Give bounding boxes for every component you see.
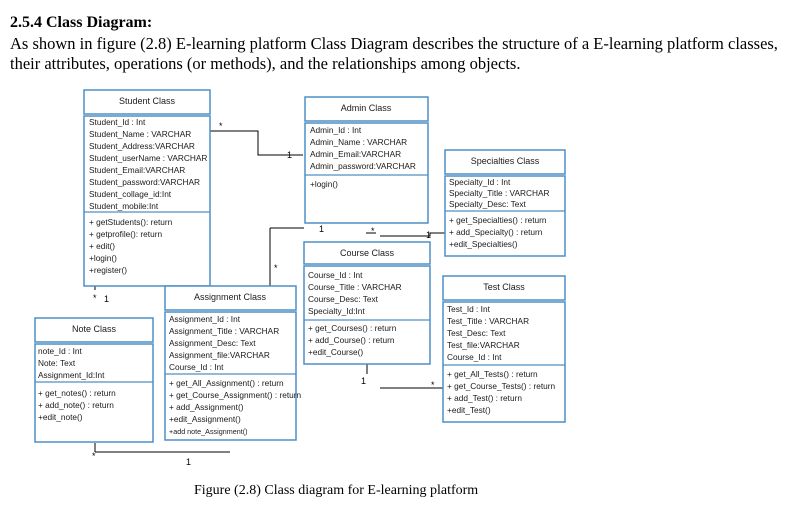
specialties-class-title: Specialties Class	[471, 156, 540, 166]
multiplicity-label: 1	[426, 230, 431, 240]
course-attribute: Course_Desc: Text	[308, 294, 379, 304]
note-attribute: Assignment_Id:Int	[38, 370, 105, 380]
student-operations: + getStudents(): return + getprofile(): …	[89, 217, 173, 275]
student-attribute: Student_mobile:Int	[89, 201, 159, 211]
test-attribute: Test_file:VARCHAR	[447, 340, 520, 350]
figure-caption: Figure (2.8) Class diagram for E-learnin…	[194, 483, 479, 498]
specialties-class: Specialties Class Specialty_Id : Int Spe…	[444, 149, 566, 257]
assignment-operation: +add note_Assignment()	[169, 427, 248, 436]
test-class-title: Test Class	[483, 282, 525, 292]
section-paragraph: As shown in figure (2.8) E-learning plat…	[10, 34, 778, 73]
connector-student-assignment	[269, 227, 304, 286]
student-attribute: Student_Id : Int	[89, 117, 146, 127]
test-class: Test Class Test_Id : Int Test_Title : VA…	[442, 275, 566, 423]
admin-attribute: Admin_password:VARCHAR	[310, 161, 416, 171]
multiplicity-label: *	[274, 263, 278, 273]
specialties-operation: +edit_Specialties()	[449, 239, 518, 249]
note-attribute: Note: Text	[38, 358, 76, 368]
student-class-title: Student Class	[119, 96, 176, 106]
student-operation: + edit()	[89, 241, 115, 251]
multiplicity-label: 1	[104, 294, 109, 304]
note-class-title: Note Class	[72, 324, 117, 334]
connectors	[94, 130, 446, 453]
assignment-operation: + add_Assignment()	[169, 402, 244, 412]
admin-attribute: Admin_Email:VARCHAR	[310, 149, 401, 159]
course-operation: +edit_Course()	[308, 347, 363, 357]
student-attribute: Student_collage_id:Int	[89, 189, 172, 199]
assignment-operation: + get_All_Assignment() : return	[169, 378, 284, 388]
test-operation: + get_Course_Tests() : return	[447, 381, 556, 391]
specialties-attribute: Specialty_Title : VARCHAR	[449, 188, 550, 198]
admin-class-title: Admin Class	[341, 103, 392, 113]
assignment-class: Assignment Class Assignment_Id : Int Ass…	[164, 285, 302, 441]
note-operation: +edit_note()	[38, 412, 83, 422]
admin-operation: +login()	[310, 179, 338, 189]
student-attribute: Student_userName : VARCHAR	[89, 153, 207, 163]
test-operation: + add_Test() : return	[447, 393, 522, 403]
specialties-attribute: Specialty_Id : Int	[449, 177, 511, 187]
admin-attribute: Admin_Id : Int	[310, 125, 362, 135]
multiplicity-labels: * 1 1 * * 1 * 1 1 * * 1	[92, 121, 435, 467]
specialties-operation: + add_Specialty() : return	[449, 227, 543, 237]
course-attribute: Specialty_Id:Int	[308, 306, 365, 316]
connector-note-assignment	[94, 443, 230, 453]
course-attribute: Course_Id : Int	[308, 270, 363, 280]
connector-course-test	[366, 364, 446, 389]
course-operation: + add_Course() : return	[308, 335, 395, 345]
assignment-attribute: Assignment_file:VARCHAR	[169, 350, 270, 360]
specialties-attribute: Specialty_Desc: Text	[449, 199, 527, 209]
admin-attribute: Admin_Name : VARCHAR	[310, 137, 407, 147]
student-attribute: Student_password:VARCHAR	[89, 177, 200, 187]
multiplicity-label: *	[431, 380, 435, 390]
assignment-attribute: Assignment_Desc: Text	[169, 338, 256, 348]
connector-course-specialty	[366, 232, 445, 237]
student-operation: + getStudents(): return	[89, 217, 173, 227]
multiplicity-label: 1	[186, 457, 191, 467]
course-attribute: Course_Title : VARCHAR	[308, 282, 402, 292]
student-attributes: Student_Id : Int Student_Name : VARCHAR …	[89, 117, 207, 211]
test-attribute: Test_Desc: Text	[447, 328, 506, 338]
multiplicity-label: *	[371, 226, 375, 236]
student-operation: +register()	[89, 265, 127, 275]
assignment-class-title: Assignment Class	[194, 292, 267, 302]
test-operation: +edit_Test()	[447, 405, 491, 415]
note-class: Note Class note_Id : Int Note: Text Assi…	[34, 317, 154, 443]
assignment-operation: + get_Course_Assignment() : return	[169, 390, 302, 400]
note-operation: + add_note() : return	[38, 400, 114, 410]
section-heading: 2.5.4 Class Diagram:	[10, 14, 153, 31]
student-attribute: Student_Name : VARCHAR	[89, 129, 191, 139]
multiplicity-label: *	[219, 121, 223, 131]
multiplicity-label: 1	[319, 224, 324, 234]
multiplicity-label: *	[92, 451, 96, 461]
multiplicity-label: 1	[287, 150, 292, 160]
assignment-operation: +edit_Assignment()	[169, 414, 241, 424]
multiplicity-label: *	[93, 293, 97, 303]
course-operation: + get_Courses() : return	[308, 323, 397, 333]
admin-class: Admin Class Admin_Id : Int Admin_Name : …	[304, 96, 429, 224]
assignment-attribute: Course_Id : Int	[169, 362, 224, 372]
assignment-attribute: Assignment_Title : VARCHAR	[169, 326, 279, 336]
student-operation: + getprofile(): return	[89, 229, 162, 239]
test-operation: + get_All_Tests() : return	[447, 369, 538, 379]
student-attribute: Student_Address:VARCHAR	[89, 141, 195, 151]
test-attribute: Test_Title : VARCHAR	[447, 316, 529, 326]
connector-student-admin	[210, 130, 303, 156]
student-attribute: Student_Email:VARCHAR	[89, 165, 185, 175]
specialties-operation: + get_Specialties() : return	[449, 215, 547, 225]
student-class: Student Class Student_Id : Int Student_N…	[83, 89, 211, 287]
note-attribute: note_Id : Int	[38, 346, 83, 356]
note-operation: + get_notes() : return	[38, 388, 116, 398]
assignment-attribute: Assignment_Id : Int	[169, 314, 241, 324]
course-class-title: Course Class	[340, 248, 395, 258]
student-operation: +login()	[89, 253, 117, 263]
test-attribute: Test_Id : Int	[447, 304, 491, 314]
test-attribute: Course_Id : Int	[447, 352, 502, 362]
course-class: Course Class Course_Id : Int Course_Titl…	[303, 241, 431, 365]
multiplicity-label: 1	[361, 376, 366, 386]
